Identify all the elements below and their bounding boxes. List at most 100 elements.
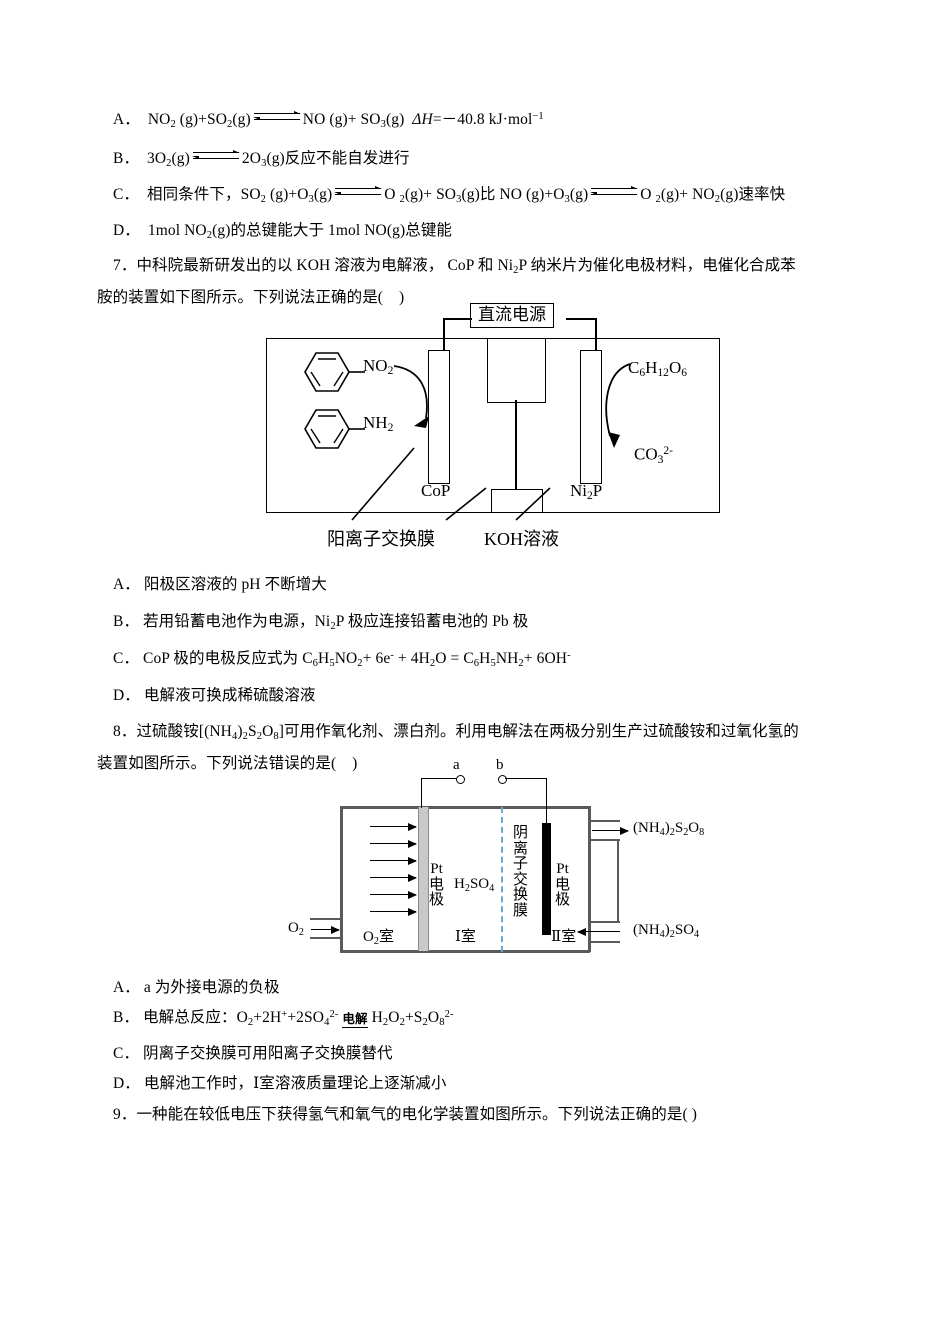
equilibrium-arrow-icon xyxy=(590,185,639,198)
figure7-solution-label: KOH溶液 xyxy=(484,529,559,549)
chamber-2-label: Ⅱ室 xyxy=(551,929,577,945)
outlet-pipe-top-upper xyxy=(588,820,620,823)
wire-a-horizontal xyxy=(421,778,456,780)
dc-power-supply-label: 直流电源 xyxy=(478,305,546,324)
figure7-leader-lines xyxy=(351,447,551,521)
cell-top-wall xyxy=(340,806,590,809)
cation-exchange-membrane-upper xyxy=(487,338,546,403)
option-7c-text: CoP 极的电极反应式为 C6H5NO2+ 6e- + 4H2O = C6H5N… xyxy=(139,649,571,669)
inlet-bottom-arrow xyxy=(577,928,620,936)
option-6a-label: A． xyxy=(113,111,140,128)
dc-power-supply: 直流电源 xyxy=(470,303,554,328)
question-8-number: 8． xyxy=(113,723,137,740)
option-7b-label: B． xyxy=(113,613,140,630)
wire-b-vertical xyxy=(546,778,548,824)
option-8a: A． a 为外接电源的负极 xyxy=(113,976,280,999)
wire-a-vertical xyxy=(421,778,423,808)
o2-flow-arrow-2 xyxy=(370,840,417,848)
wire-psu-left-down xyxy=(443,318,445,351)
option-7c-label: C． xyxy=(113,650,140,667)
outlet-pipe-vertical xyxy=(617,839,620,923)
option-6b: B． 3O2(g)2O3(g)反应不能自发进行 xyxy=(113,147,410,172)
option-7d-text: 电解液可换成稀硫酸溶液 xyxy=(139,687,316,704)
electrode-ni2p xyxy=(580,350,602,484)
electrode-ni2p-label: Ni2P xyxy=(570,481,603,503)
inlet-pipe-bottom-upper xyxy=(588,921,620,924)
option-7b-text: 若用铅蓄电池作为电源，Ni2P 极应连接铅蓄电池的 Pb 极 xyxy=(139,613,529,632)
pt-electrode-right xyxy=(542,823,551,935)
electrolysis-arrow-icon: 电解 xyxy=(340,1013,369,1028)
option-8c-label: C． xyxy=(113,1045,140,1062)
terminal-a-node[interactable] xyxy=(456,775,465,784)
option-8c-text: 阴离子交换膜可用阳离子交换膜替代 xyxy=(139,1045,393,1062)
option-8d-text: 电解池工作时，Ⅰ室溶液质量理论上逐渐减小 xyxy=(139,1075,447,1092)
option-8a-label: A． xyxy=(113,979,140,996)
figure7-product-left: NH2 xyxy=(363,413,394,435)
question-8-stem-text-1: 过硫酸铵[(NH4)2S2O8]可用作氧化剂、漂白剂。利用电解法在两极分别生产过… xyxy=(136,723,799,742)
option-8a-text: a 为外接电源的负极 xyxy=(139,979,280,996)
inlet-bottom-label: (NH4)2SO4 xyxy=(633,922,700,940)
aniline-ring-icon xyxy=(304,409,365,449)
reaction-arrow-right-icon xyxy=(605,363,631,448)
question-9-stem: 9．一种能在较低电压下获得氢气和氧气的电化学装置如图所示。下列说法正确的是( ) xyxy=(113,1103,697,1126)
wire-b-horizontal xyxy=(505,778,547,780)
figure7-reactant-left: NO2 xyxy=(363,356,394,378)
option-7b: B． 若用铅蓄电池作为电源，Ni2P 极应连接铅蓄电池的 Pb 极 xyxy=(113,610,528,635)
electrode-cop-label: CoP xyxy=(421,481,451,500)
anion-membrane-label: 阴离子交换膜 xyxy=(512,825,528,919)
question-8-stem-line2: 装置如图所示。下列说法错误的是( ) xyxy=(97,752,357,775)
option-6d-label: D． xyxy=(113,222,140,239)
reaction-arrow-left-icon xyxy=(393,365,429,428)
option-8d-label: D． xyxy=(113,1075,140,1092)
option-6d: D． 1mol NO2(g)的总键能大于 1mol NO(g)总键能 xyxy=(113,219,452,244)
equilibrium-arrow-icon xyxy=(334,185,383,198)
question-7-stem-line2: 胺的装置如下图所示。下列说法正确的是( ) xyxy=(97,286,404,309)
option-8b-label: B． xyxy=(113,1009,140,1026)
wire-psu-right xyxy=(566,318,596,320)
chamber-o2-label: O2室 xyxy=(363,929,394,947)
figure7-product-right: CO32- xyxy=(634,444,674,466)
o2-inlet-pipe-bottom xyxy=(310,937,341,940)
o2-flow-arrow-5 xyxy=(370,891,417,899)
question-9-number: 9． xyxy=(113,1106,137,1123)
cation-exchange-membrane-lower xyxy=(491,489,543,513)
option-6a: A． NO2 (g)+SO2(g)NO (g)+ SO3(g) ΔH=－40.8… xyxy=(113,108,544,133)
option-7d: D． 电解液可换成稀硫酸溶液 xyxy=(113,684,315,707)
outlet-pipe-top-lower xyxy=(588,839,620,842)
inlet-pipe-bottom-lower xyxy=(588,941,620,944)
question-7-stem-text-2: 胺的装置如下图所示。下列说法正确的是( ) xyxy=(97,289,405,306)
cell-right-wall xyxy=(588,806,591,952)
option-7d-label: D． xyxy=(113,687,140,704)
option-6b-text: 3O2(g)2O3(g)反应不能自发进行 xyxy=(143,149,410,169)
option-6d-text: 1mol NO2(g)的总键能大于 1mol NO(g)总键能 xyxy=(143,222,453,241)
cell-bottom-wall xyxy=(340,950,590,953)
option-6c: C． 相同条件下，SO2 (g)+O3(g)O 2(g)+ SO3(g)比 NO… xyxy=(113,183,785,208)
o2-inlet-pipe-top xyxy=(310,918,341,921)
option-8d: D． 电解池工作时，Ⅰ室溶液质量理论上逐渐减小 xyxy=(113,1072,447,1095)
option-6b-label: B． xyxy=(113,150,140,167)
o2-inlet-arrow xyxy=(311,926,340,934)
equilibrium-arrow-icon xyxy=(191,149,240,162)
terminal-b-label: b xyxy=(496,757,504,773)
electrolyte-label: H2SO4 xyxy=(454,876,495,894)
electrolysis-arrow-label: 电解 xyxy=(342,1012,368,1026)
outlet-top-label: (NH4)2S2O8 xyxy=(633,820,705,838)
option-7a-label: A． xyxy=(113,576,140,593)
option-7a: A． 阳极区溶液的 pH 不断增大 xyxy=(113,573,327,596)
o2-flow-arrow-3 xyxy=(370,857,417,865)
option-6c-label: C． xyxy=(113,186,140,203)
question-7-number: 7． xyxy=(113,257,137,274)
wire-psu-right-down xyxy=(595,318,597,351)
question-8-stem-text-2: 装置如图所示。下列说法错误的是( ) xyxy=(97,755,358,772)
membrane-stem xyxy=(515,400,517,490)
outlet-top-arrow xyxy=(592,827,629,835)
option-8c: C． 阴离子交换膜可用阳离子交换膜替代 xyxy=(113,1042,393,1065)
o2-inlet-label: O2 xyxy=(288,920,304,938)
terminal-b-node[interactable] xyxy=(498,775,507,784)
o2-flow-arrow-1 xyxy=(370,823,417,831)
question-7-stem-line1: 7．中科院最新研发出的以 KOH 溶液为电解液， CoP 和 Ni2P 纳米片为… xyxy=(113,254,796,279)
